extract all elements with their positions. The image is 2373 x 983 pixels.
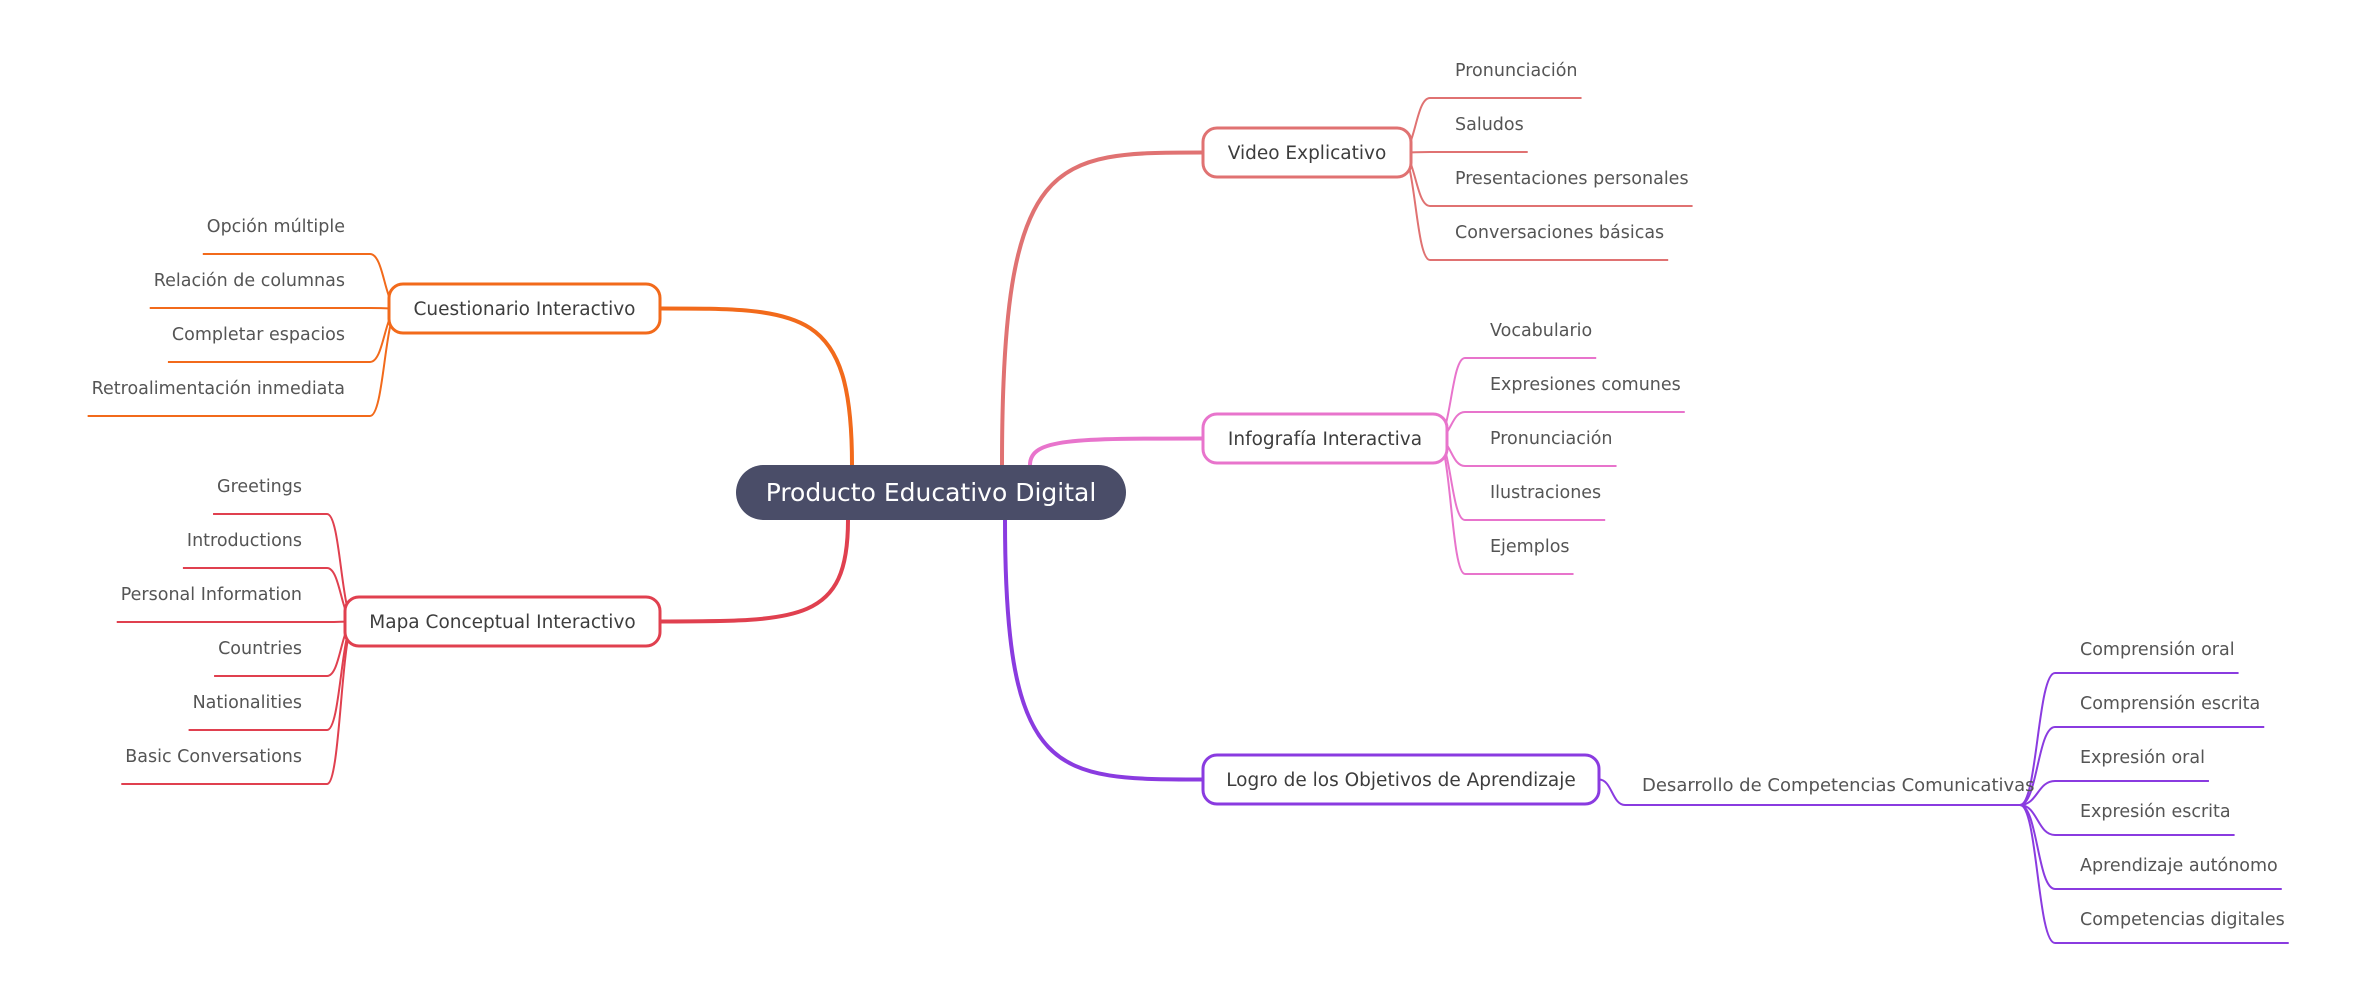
branch-cuestionario-interactivo[interactable]: Cuestionario Interactivo	[387, 282, 662, 335]
connector-subtopic-comprension-oral	[2019, 672, 2056, 806]
leaf-relacion-de-columnas[interactable]: Relación de columnas	[154, 271, 345, 291]
leaf-presentaciones-personales-label: Presentaciones personales	[1455, 169, 1689, 189]
subtopic-desarrollo-de-competencias-comunicativas[interactable]: Desarrollo de Competencias Comunicativas	[1642, 775, 2035, 796]
leaf-competencias-digitales-label: Competencias digitales	[2080, 910, 2285, 930]
leaf-nationalities-label: Nationalities	[193, 693, 302, 713]
leaf-completar-espacios[interactable]: Completar espacios	[172, 325, 345, 345]
branch-cuestionario-interactivo-label: Cuestionario Interactivo	[414, 299, 636, 320]
branch-infografia-interactiva[interactable]: Infografía Interactiva	[1201, 412, 1449, 465]
leaf-conversaciones-basicas[interactable]: Conversaciones básicas	[1455, 223, 1664, 243]
connector-root-mapa-conceptual-interactivo	[658, 518, 850, 624]
leaf-vocabulario-label: Vocabulario	[1490, 321, 1592, 341]
root-node[interactable]: Producto Educativo Digital	[736, 465, 1126, 520]
leaf-saludos-label: Saludos	[1455, 115, 1524, 135]
branch-mapa-conceptual-interactivo-shape	[343, 595, 662, 648]
leaf-pronunciacion-label: Pronunciación	[1455, 61, 1578, 81]
leaf-personal-information-label: Personal Information	[121, 585, 302, 605]
branch-video-explicativo[interactable]: Video Explicativo	[1201, 126, 1413, 179]
leaf-comprension-escrita-label: Comprensión escrita	[2080, 694, 2260, 714]
leaf-basic-conversations-label: Basic Conversations	[125, 747, 302, 767]
leaf-pronunciacion[interactable]: Pronunciación	[1455, 61, 1578, 81]
branch-logro-de-los-objetivos-de-aprendizaje-label: Logro de los Objetivos de Aprendizaje	[1226, 770, 1576, 791]
leaf-expresion-escrita-label: Expresión escrita	[2080, 802, 2231, 822]
leaf-expresiones-comunes-label: Expresiones comunes	[1490, 375, 1681, 395]
leaf-pronunciacion[interactable]: Pronunciación	[1490, 429, 1613, 449]
leaf-aprendizaje-autonomo[interactable]: Aprendizaje autónomo	[2080, 856, 2278, 876]
leaf-basic-conversations[interactable]: Basic Conversations	[125, 747, 302, 767]
leaf-ejemplos[interactable]: Ejemplos	[1490, 537, 1570, 557]
branch-video-explicativo-shape	[1201, 126, 1413, 179]
leaf-expresion-escrita[interactable]: Expresión escrita	[2080, 802, 2231, 822]
connector-logro-subtopic	[1598, 778, 1626, 806]
leaf-countries-label: Countries	[218, 639, 302, 659]
leaf-expresion-oral-label: Expresión oral	[2080, 748, 2205, 768]
leaf-introductions-label: Introductions	[187, 531, 302, 551]
leaf-saludos[interactable]: Saludos	[1455, 115, 1524, 135]
connector-layer	[87, 97, 2289, 944]
leaf-aprendizaje-autonomo-label: Aprendizaje autónomo	[2080, 856, 2278, 876]
leaf-introductions[interactable]: Introductions	[187, 531, 302, 551]
connector-subtopic-competencias-digitales	[2019, 804, 2056, 944]
leaf-ilustraciones-label: Ilustraciones	[1490, 483, 1601, 503]
leaf-greetings[interactable]: Greetings	[217, 477, 302, 497]
leaf-relacion-de-columnas-label: Relación de columnas	[154, 271, 345, 291]
leaf-personal-information[interactable]: Personal Information	[121, 585, 302, 605]
branch-mapa-conceptual-interactivo[interactable]: Mapa Conceptual Interactivo	[343, 595, 662, 648]
leaf-presentaciones-personales[interactable]: Presentaciones personales	[1455, 169, 1689, 189]
leaf-pronunciacion-label: Pronunciación	[1490, 429, 1613, 449]
branch-logro-de-los-objetivos-de-aprendizaje[interactable]: Logro de los Objetivos de Aprendizaje	[1201, 753, 1601, 806]
root-node-shape	[736, 465, 1126, 520]
leaf-ejemplos-label: Ejemplos	[1490, 537, 1570, 557]
branch-infografia-interactiva-shape	[1201, 412, 1449, 465]
connector-root-video-explicativo	[1000, 150, 1205, 467]
leaf-comprension-oral-label: Comprensión oral	[2080, 640, 2235, 660]
leaf-opcion-multiple-label: Opción múltiple	[207, 217, 345, 237]
leaf-retroalimentacion-inmediata-label: Retroalimentación inmediata	[92, 379, 345, 399]
leaf-ilustraciones[interactable]: Ilustraciones	[1490, 483, 1601, 503]
connector-subtopic-comprension-escrita	[2019, 726, 2056, 806]
leaf-greetings-label: Greetings	[217, 477, 302, 497]
leaf-opcion-multiple[interactable]: Opción múltiple	[207, 217, 345, 237]
leaf-competencias-digitales[interactable]: Competencias digitales	[2080, 910, 2285, 930]
leaf-expresion-oral[interactable]: Expresión oral	[2080, 748, 2205, 768]
leaf-vocabulario[interactable]: Vocabulario	[1490, 321, 1592, 341]
leaf-countries[interactable]: Countries	[218, 639, 302, 659]
connector-subtopic-expresion-oral	[2019, 780, 2056, 806]
connector-root-cuestionario-interactivo	[658, 306, 854, 467]
branch-mapa-conceptual-interactivo-label: Mapa Conceptual Interactivo	[369, 612, 635, 633]
node-layer: Producto Educativo Digital Video Explicat…	[92, 61, 2285, 930]
leaf-comprension-oral[interactable]: Comprensión oral	[2080, 640, 2235, 660]
leaf-expresiones-comunes[interactable]: Expresiones comunes	[1490, 375, 1681, 395]
connector-root-logro-de-los-objetivos-de-aprendizaje	[1003, 518, 1205, 782]
connector-root-infografia-interactiva	[1028, 436, 1205, 467]
branch-infografia-interactiva-label: Infografía Interactiva	[1228, 429, 1422, 450]
root-node-label: Producto Educativo Digital	[766, 478, 1097, 507]
leaf-conversaciones-basicas-label: Conversaciones básicas	[1455, 223, 1664, 243]
branch-logro-de-los-objetivos-de-aprendizaje-shape	[1201, 753, 1601, 806]
leaf-comprension-escrita[interactable]: Comprensión escrita	[2080, 694, 2260, 714]
branch-video-explicativo-label: Video Explicativo	[1228, 143, 1387, 164]
branch-cuestionario-interactivo-shape	[387, 282, 662, 335]
subtopic-label: Desarrollo de Competencias Comunicativas	[1642, 775, 2035, 796]
leaf-completar-espacios-label: Completar espacios	[172, 325, 345, 345]
leaf-retroalimentacion-inmediata[interactable]: Retroalimentación inmediata	[92, 379, 345, 399]
leaf-nationalities[interactable]: Nationalities	[193, 693, 302, 713]
